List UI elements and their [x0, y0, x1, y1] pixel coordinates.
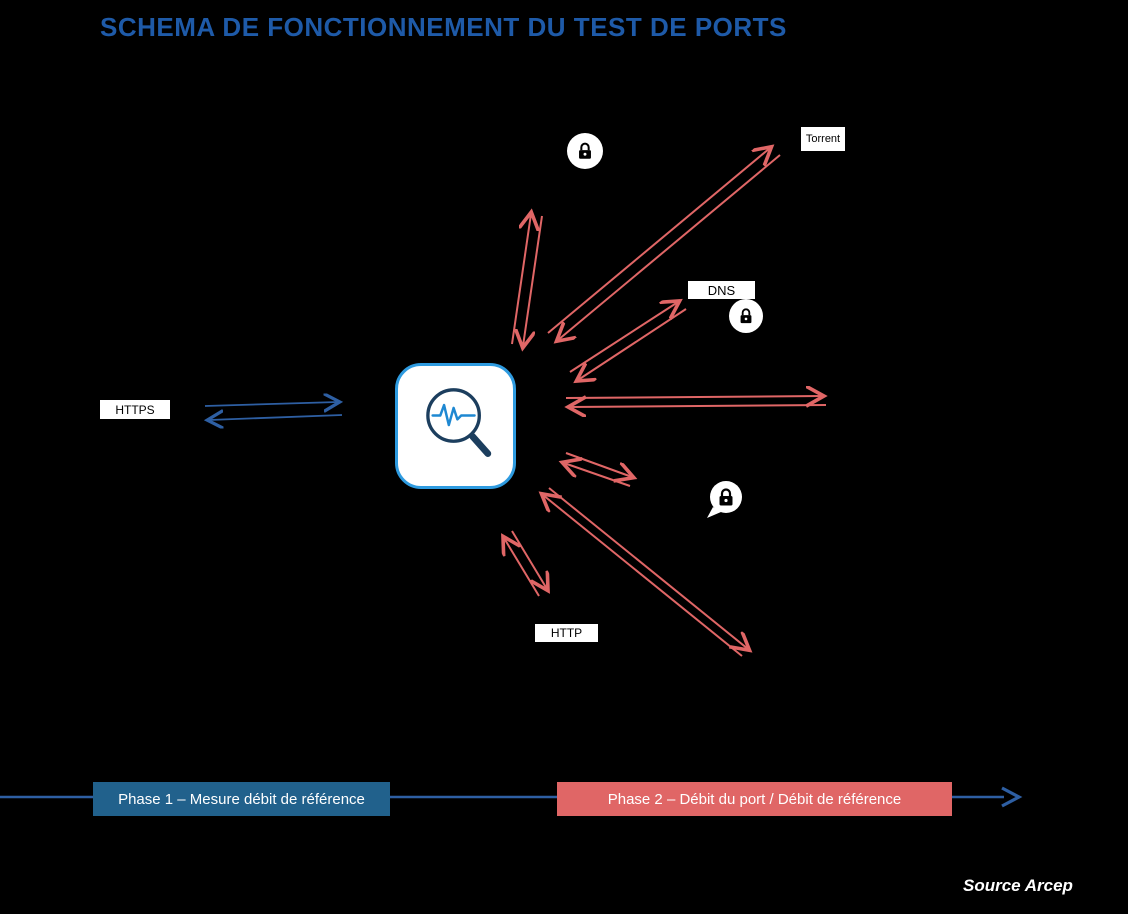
- lock-chat-bubble-icon: [703, 479, 747, 519]
- chat-bubble-padlock-glyph: [707, 481, 742, 518]
- label-http: HTTP: [535, 624, 598, 642]
- label-dns: DNS: [688, 281, 755, 299]
- label-https: HTTPS: [100, 400, 170, 419]
- padlock-glyph: [740, 308, 752, 324]
- magnifier-glyph: [426, 388, 492, 457]
- phase2-label: Phase 2 – Débit du port / Débit de référ…: [557, 782, 952, 816]
- red-arrow-lock-top: [511, 214, 543, 346]
- red-arrow-dns: [569, 302, 687, 380]
- lock-icon: [729, 299, 763, 333]
- red-arrow-lock-chat: [564, 452, 632, 487]
- red-arrow-right: [566, 396, 826, 407]
- padlock-glyph: [579, 142, 591, 159]
- speed-test-magnifier-icon: [395, 363, 516, 489]
- phase1-label: Phase 1 – Mesure débit de référence: [93, 782, 390, 816]
- label-torrent: Torrent: [801, 127, 845, 151]
- red-arrow-http: [504, 530, 547, 597]
- source-credit: Source Arcep: [963, 876, 1073, 895]
- page-title: SCHEMA DE FONCTIONNEMENT DU TEST DE PORT…: [100, 12, 787, 42]
- lock-icon: [567, 133, 603, 169]
- blue-arrow-https: [205, 402, 342, 420]
